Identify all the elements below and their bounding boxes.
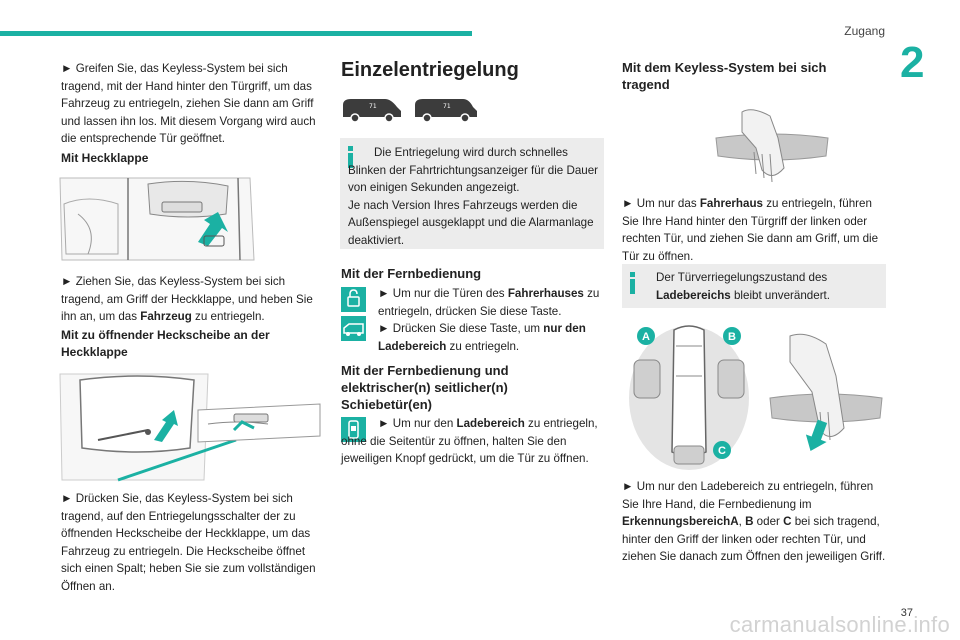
keyless-cargo-sep1: ,	[738, 515, 746, 528]
col1-p2-text: ► Ziehen Sie, das Keyless-System bei sic…	[61, 275, 313, 323]
sliding-door-icon	[341, 417, 366, 442]
col1-p2-bold: Fahrzeug	[140, 310, 192, 323]
zone-c-label: C	[718, 445, 726, 457]
remote-cab-text: ► Um nur die Türen des	[378, 287, 508, 300]
remote-cab-end: zu entriegeln, drücken Sie diese Taste.	[378, 287, 600, 318]
info-box-cargo: Der Türverriegelungszustand des Ladebere…	[622, 264, 886, 308]
info-icon	[630, 272, 635, 294]
remote-text: ► Um nur die Türen des Fahrerhauses zu e…	[378, 285, 604, 355]
top-accent-bar	[0, 31, 472, 36]
info-icon	[348, 146, 353, 168]
zone-a-bold: ErkennungsbereichA	[622, 515, 739, 528]
sliding-text-end: zu entriegeln, ohne die Seitentür zu öff…	[341, 417, 598, 465]
info-box-unlock: Die Entriegelung wird durch schnelles Bl…	[340, 138, 604, 249]
van-icon: 71	[343, 99, 401, 123]
keyless-cab-bold: Fahrerhaus	[699, 197, 763, 210]
unlock-cab-icon	[341, 287, 366, 312]
keyless-cargo-start: ► Um nur den Ladebereich zu entriegeln, …	[622, 480, 874, 511]
heading-sliding-door: Mit der Fernbedienung und elektrischer(n…	[341, 363, 509, 412]
zone-c-bold: C	[783, 515, 792, 528]
keyless-cargo-sep2: oder	[753, 515, 784, 528]
keyless-cargo-end: bei sich tragend, hinter den Griff der l…	[622, 515, 886, 563]
col1-p1: ► Greifen Sie, das Keyless-System bei si…	[61, 60, 323, 148]
section-title: Zugang	[844, 24, 885, 38]
info-unlock-text: Die Entriegelung wird durch schnelles Bl…	[348, 146, 599, 247]
heading-remote: Mit der Fernbedienung	[341, 266, 482, 281]
heading-single-unlock: Einzelentriegelung	[341, 59, 519, 81]
keyless-cargo-text: ► Um nur den Ladebereich zu entriegeln, …	[622, 478, 888, 566]
heading-rear-window: Mit zu öffnender Heckscheibe an der Heck…	[61, 328, 270, 359]
heading-tailgate: Mit Heckklappe	[61, 151, 149, 165]
col1-p3-text: ► Drücken Sie, das Keyless-System bei si…	[61, 492, 316, 593]
col1-p3: ► Drücken Sie, das Keyless-System bei si…	[61, 490, 323, 595]
rear-window-illustration	[58, 370, 323, 482]
detection-zones-diagram: A B C	[626, 320, 752, 472]
chapter-number: 2	[900, 38, 925, 87]
van-long-icon: 71	[415, 99, 477, 123]
unlock-cargo-icon	[341, 316, 366, 341]
sliding-text-bold: Ladebereich	[456, 417, 525, 430]
tailgate-illustration	[58, 174, 258, 264]
watermark: carmanualsonline.info	[729, 612, 950, 637]
info-cargo-bold: Ladebereichs	[656, 288, 731, 302]
remote-cargo-bold: nur den Ladebereich	[378, 322, 586, 353]
hand-pull-illustration	[766, 332, 886, 460]
keyless-cab-text: ► Um nur das Fahrerhaus zu entriegeln, f…	[622, 195, 884, 265]
zone-a-label: A	[642, 331, 650, 343]
sliding-text: ► Um nur den Ladebereich zu entriegeln, …	[341, 415, 604, 468]
sliding-text-start: ► Um nur den	[378, 417, 457, 430]
col1-p2: ► Ziehen Sie, das Keyless-System bei sic…	[61, 273, 323, 326]
remote-cargo-end: zu entriegeln.	[446, 339, 520, 353]
page-number: 37	[900, 607, 913, 619]
hand-handle-illustration	[712, 108, 832, 188]
heading-keyless: Mit dem Keyless-System bei sich tragend	[622, 60, 827, 92]
zone-b-label: B	[728, 331, 736, 343]
info-cargo-text: Der Türverriegelungszustand des Ladebere…	[656, 269, 880, 304]
svg-text:71: 71	[443, 103, 451, 110]
remote-cargo-text: ► Drücken Sie diese Taste, um	[378, 322, 544, 335]
remote-cab-bold: Fahrerhauses	[507, 287, 584, 300]
col1-p1-text: ► Greifen Sie, das Keyless-System bei si…	[61, 62, 316, 145]
keyless-cab-end: zu entriegeln, führen Sie Ihre Hand hint…	[622, 197, 879, 263]
info-cargo-end: bleibt unverändert.	[730, 288, 831, 302]
zone-b-bold: B	[745, 515, 754, 528]
keyless-cab-start: ► Um nur das	[622, 197, 700, 210]
col1-p2-end: zu entriegeln.	[191, 310, 265, 323]
info-cargo-start: Der Türverriegelungszustand des	[656, 271, 828, 284]
svg-text:71: 71	[369, 103, 377, 110]
van-version-icons: 71 71	[341, 95, 481, 125]
